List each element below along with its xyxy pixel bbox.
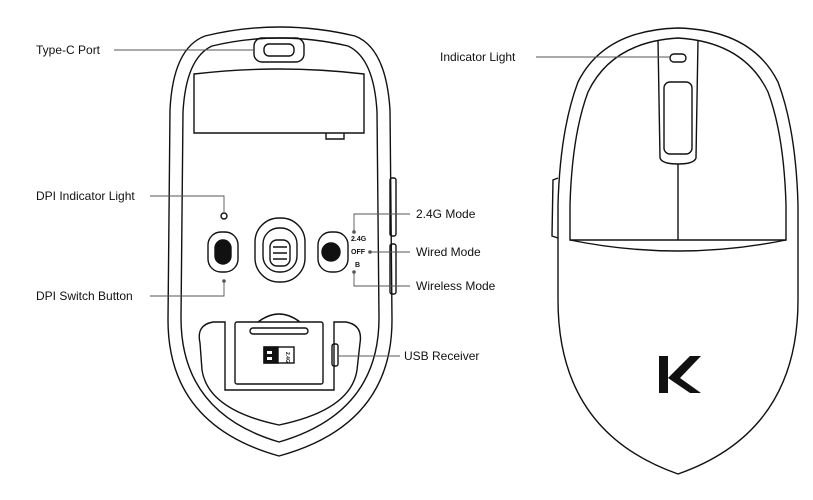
- mouse-bottom-view: [167, 26, 397, 457]
- receiver-bay: [234, 321, 324, 385]
- leader-dots: [222, 230, 372, 283]
- leader-dot-dpi-switch: [222, 279, 226, 283]
- right-button-edge: [677, 39, 699, 165]
- sensor-lens-lines: [273, 246, 287, 260]
- leader-dot-wired: [368, 250, 372, 254]
- switch-mark-24g: 2.4G: [351, 236, 367, 243]
- side-button-lower: [389, 243, 397, 295]
- bottom-inner-shell: [180, 37, 380, 443]
- leader-dot-24g: [352, 230, 356, 234]
- usb-plug-hole-top: [267, 351, 272, 354]
- top-pad-notch: [325, 133, 345, 140]
- leader-dpi-switch: [150, 280, 225, 297]
- label-wireless-mode: Wireless Mode: [416, 279, 496, 293]
- sensor-lens: [269, 239, 291, 267]
- usb-receiver-plug: [263, 346, 279, 364]
- receiver-latch: [331, 343, 339, 367]
- type-c-port-housing: [253, 37, 305, 63]
- sensor-outer: [254, 217, 306, 283]
- usb-plug-hole-bottom: [267, 357, 272, 360]
- receiver-slot-line: [249, 327, 309, 335]
- label-type-c-port: Type-C Port: [36, 43, 101, 57]
- label-dpi-switch-button: DPI Switch Button: [36, 289, 133, 303]
- switch-mark-off: OFF: [351, 249, 365, 256]
- leader-lines: [114, 49, 670, 357]
- type-c-port-inner: [263, 43, 295, 57]
- label-24g-mode: 2.4G Mode: [416, 207, 476, 221]
- leader-wireless: [353, 272, 410, 287]
- label-indicator-light: Indicator Light: [440, 50, 516, 64]
- mouse-top-view: [551, 27, 799, 475]
- mode-switch-outer: [317, 231, 349, 273]
- switch-mark-b: B: [355, 262, 361, 269]
- indicator-light: [669, 53, 687, 63]
- left-button-edge: [657, 39, 679, 165]
- label-dpi-indicator-light: DPI Indicator Light: [36, 189, 135, 203]
- label-wired-mode: Wired Mode: [416, 245, 481, 259]
- dpi-button-inner: [214, 239, 232, 265]
- leader-24g: [353, 213, 410, 232]
- top-outer-shell: [557, 27, 799, 475]
- receiver-bay-bump: [257, 313, 301, 323]
- mode-switch-knob: [321, 242, 341, 262]
- top-glide-pad: [193, 68, 365, 134]
- leader-dot-wireless: [352, 270, 356, 274]
- logo-k-icon: [659, 356, 701, 393]
- back-shell-curve: [569, 239, 787, 252]
- dpi-indicator-dot: [220, 212, 228, 220]
- bottom-glide-pad: [198, 321, 362, 426]
- dpi-button-outer: [207, 231, 239, 273]
- side-grip-left: [551, 177, 559, 239]
- scroll-wheel: [663, 81, 693, 155]
- label-usb-receiver: USB Receiver: [404, 349, 480, 363]
- sensor-middle: [262, 227, 298, 273]
- bottom-outer-shell: [167, 26, 393, 457]
- leader-dpi-indicator: [150, 195, 225, 212]
- side-button-upper: [389, 177, 397, 237]
- receiver-mark: 2.4G: [284, 352, 290, 363]
